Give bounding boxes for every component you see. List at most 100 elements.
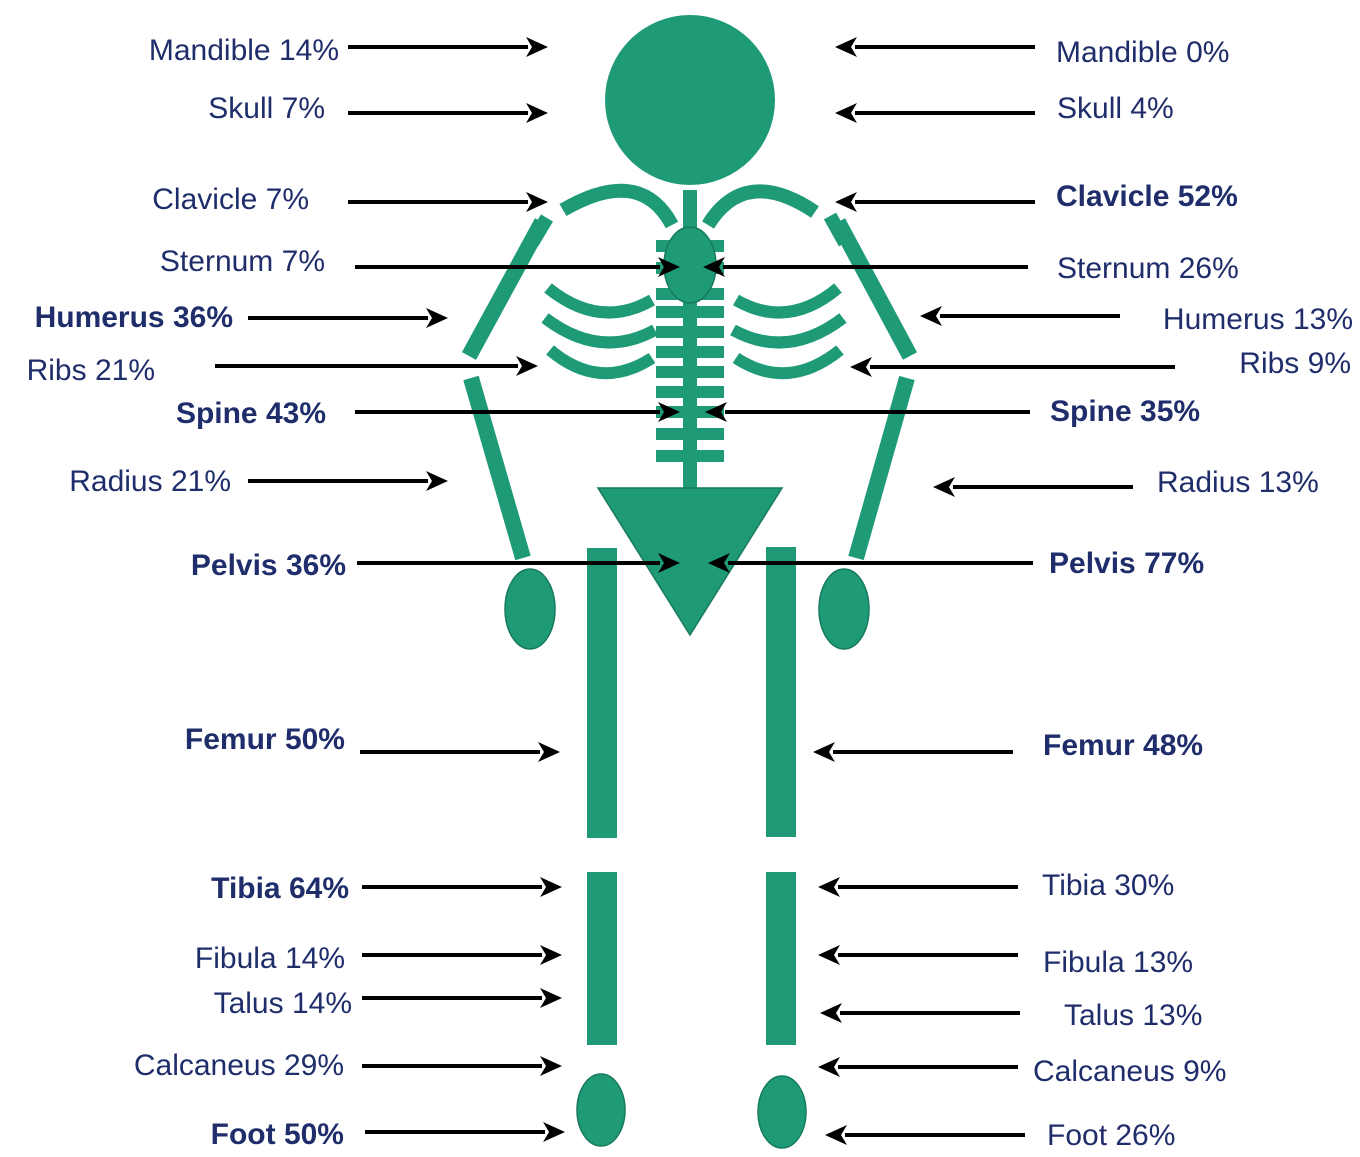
- right-label-radius: Radius 13%: [1157, 466, 1319, 499]
- vertebra: [656, 428, 724, 440]
- right-arrow-head-humerus: [920, 306, 942, 326]
- vertebra: [656, 386, 724, 398]
- left-femur-shape: [587, 548, 617, 838]
- left-arrow-mandible: [348, 37, 548, 57]
- left-arrow-skull: [348, 103, 548, 123]
- right-arrow-foot: [825, 1125, 1025, 1145]
- right-label-calcaneus: Calcaneus 9%: [1033, 1055, 1226, 1088]
- right-arrow-ribs: [850, 357, 1175, 377]
- right-femur-shape: [766, 547, 796, 837]
- left-clavicle-shape: [563, 191, 672, 225]
- right-label-tibia: Tibia 30%: [1042, 869, 1174, 902]
- vertebra: [656, 326, 724, 338]
- right-foot-shape: [758, 1076, 806, 1148]
- right-hand-shape: [819, 569, 869, 649]
- right-radius-shape: [856, 378, 907, 558]
- right-arrow-pelvis: [708, 553, 1033, 573]
- right-arrow-calcaneus: [818, 1057, 1018, 1077]
- neck-vertebra: [683, 190, 697, 230]
- right-label-mandible: Mandible 0%: [1056, 36, 1229, 69]
- right-arrow-head-mandible: [835, 37, 857, 57]
- left-label-foot: Foot 50%: [211, 1118, 344, 1151]
- right-label-sternum: Sternum 26%: [1057, 252, 1239, 285]
- left-label-humerus: Humerus 36%: [35, 301, 233, 334]
- skeleton-figure: [469, 15, 910, 1148]
- right-label-ribs: Ribs 9%: [1239, 347, 1351, 380]
- left-arrow-ribs: [215, 356, 538, 376]
- left-label-mandible: Mandible 14%: [149, 34, 339, 67]
- right-arrow-head-radius: [933, 477, 955, 497]
- right-arrow-fibula: [818, 945, 1018, 965]
- vertebra: [656, 306, 724, 318]
- right-humerus-shape: [838, 222, 910, 356]
- right-clavicle-shape: [708, 191, 815, 225]
- right-arrow-humerus: [920, 306, 1120, 326]
- right-arrow-skull: [835, 103, 1035, 123]
- left-label-clavicle: Clavicle 7%: [152, 183, 309, 216]
- left-hand-shape: [505, 569, 555, 649]
- right-label-foot: Foot 26%: [1047, 1119, 1175, 1152]
- right-label-humerus: Humerus 13%: [1163, 303, 1353, 336]
- right-arrow-radius: [933, 477, 1133, 497]
- left-label-talus: Talus 14%: [214, 987, 352, 1020]
- right-arrow-head-fibula: [818, 945, 840, 965]
- right-arrow-head-talus: [820, 1003, 842, 1023]
- right-arrow-femur: [813, 742, 1013, 762]
- right-arrow-talus: [820, 1003, 1020, 1023]
- right-arrow-head-skull: [835, 103, 857, 123]
- left-label-column: Mandible 14% Skull 7% Clavicle 7% Sternu…: [27, 34, 352, 1151]
- left-arrow-head-clavicle: [526, 192, 548, 212]
- vertebra: [656, 346, 724, 358]
- right-arrow-head-clavicle: [835, 192, 857, 212]
- left-arrow-head-femur: [538, 742, 560, 762]
- left-arrow-tibia: [362, 877, 562, 897]
- left-label-femur: Femur 50%: [185, 723, 345, 756]
- left-label-sternum: Sternum 7%: [160, 245, 325, 278]
- right-arrow-spine: [705, 402, 1030, 422]
- right-arrow-head-ribs: [850, 357, 872, 377]
- left-arrow-head-ribs: [516, 356, 538, 376]
- left-arrow-clavicle: [348, 192, 548, 212]
- left-arrow-calcaneus: [362, 1056, 562, 1076]
- left-arrow-femur: [360, 742, 560, 762]
- right-label-femur: Femur 48%: [1043, 729, 1203, 762]
- left-label-ribs: Ribs 21%: [27, 354, 155, 387]
- right-label-clavicle: Clavicle 52%: [1056, 180, 1238, 213]
- right-ribs-shape: [733, 288, 843, 373]
- left-humerus-shape: [469, 222, 542, 356]
- left-arrow-foot: [365, 1122, 565, 1142]
- left-arrow-head-fibula: [540, 945, 562, 965]
- left-tibia-shape: [587, 872, 617, 1045]
- right-label-pelvis: Pelvis 77%: [1049, 547, 1204, 580]
- left-arrow-head-humerus: [426, 308, 448, 328]
- right-arrow-clavicle: [835, 192, 1035, 212]
- right-tibia-shape: [766, 872, 796, 1045]
- left-foot-shape: [577, 1074, 625, 1146]
- left-arrow-spine: [355, 402, 680, 422]
- left-arrow-head-mandible: [526, 37, 548, 57]
- left-arrow-head-radius: [426, 471, 448, 491]
- left-arrow-fibula: [362, 945, 562, 965]
- left-arrow-head-tibia: [540, 877, 562, 897]
- right-label-column: Mandible 0% Skull 4% Clavicle 52% Sternu…: [1033, 36, 1353, 1152]
- right-arrow-head-tibia: [818, 877, 840, 897]
- left-arrow-head-talus: [540, 988, 562, 1008]
- right-label-fibula: Fibula 13%: [1043, 946, 1193, 979]
- left-label-fibula: Fibula 14%: [195, 942, 345, 975]
- left-label-skull: Skull 7%: [208, 92, 325, 125]
- rib: [736, 350, 840, 373]
- rib: [733, 318, 843, 343]
- left-label-pelvis: Pelvis 36%: [191, 549, 346, 582]
- right-arrow-head-foot: [825, 1125, 847, 1145]
- right-arrow-head-femur: [813, 742, 835, 762]
- right-label-talus: Talus 13%: [1064, 999, 1202, 1032]
- left-label-spine: Spine 43%: [176, 397, 326, 430]
- rib: [736, 288, 838, 313]
- left-arrow-talus: [362, 988, 562, 1008]
- left-arrow-humerus: [248, 308, 448, 328]
- left-arrow-head-skull: [526, 103, 548, 123]
- right-arrow-head-calcaneus: [818, 1057, 840, 1077]
- left-label-calcaneus: Calcaneus 29%: [134, 1049, 344, 1082]
- skull-shape: [605, 15, 775, 185]
